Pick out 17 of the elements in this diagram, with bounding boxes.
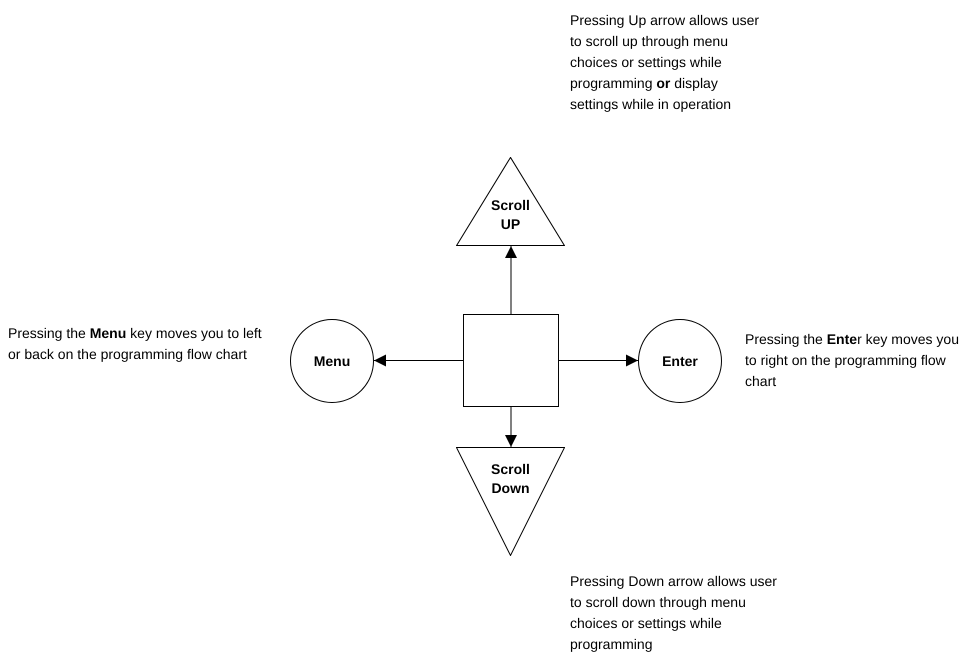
key-label: Enter (662, 352, 698, 370)
description-text: Pressing Down arrow allows user to scroll down through menu choices or settings while programming (570, 572, 778, 654)
key-label: Scroll Down (490, 460, 531, 498)
down-triangle (456, 447, 565, 556)
arrow (505, 406, 517, 448)
arrow (374, 354, 464, 366)
key-circle (290, 319, 374, 403)
arrow (558, 354, 638, 366)
arrow (505, 246, 517, 314)
up-triangle (456, 157, 565, 246)
key-label: Menu (314, 352, 350, 370)
key-circle (638, 319, 722, 403)
key-box (463, 314, 559, 407)
description-text: Pressing Up arrow allows user to scroll up through menu choices or settings while programming or display settings while in operation (570, 11, 760, 114)
description-text: Pressing the Enter key moves you to right on the programming flow chart (745, 330, 960, 391)
key-label: Scroll UP (490, 196, 531, 234)
description-text: Pressing the Menu key moves you to left or back on the programming flow chart (8, 324, 263, 364)
